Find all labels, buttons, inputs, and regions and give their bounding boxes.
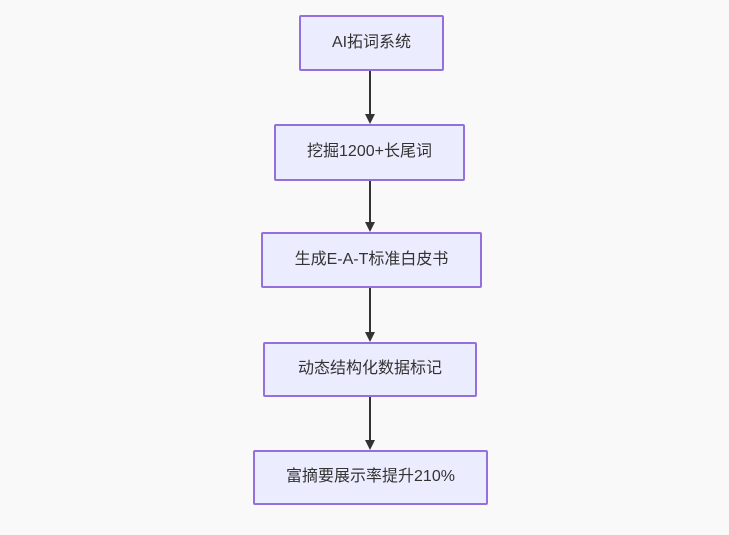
arrowhead-down-icon	[365, 332, 375, 342]
flow-arrow	[364, 397, 376, 450]
flow-node-structured-data: 动态结构化数据标记	[263, 342, 477, 397]
flow-node-eat-whitepaper: 生成E-A-T标准白皮书	[261, 232, 482, 288]
flow-node-label: 动态结构化数据标记	[297, 360, 442, 378]
flow-arrow	[364, 288, 376, 342]
arrow-line	[369, 288, 371, 332]
flow-node-rich-snippet-result: 富摘要展示率提升210%	[253, 450, 488, 505]
flow-node-label: 生成E-A-T标准白皮书	[294, 250, 449, 268]
flow-node-label: 挖掘1200+长尾词	[307, 143, 432, 161]
flow-arrow	[364, 181, 376, 232]
flow-node-ai-system: AI拓词系统	[299, 15, 444, 71]
flow-node-label: 富摘要展示率提升210%	[286, 468, 455, 486]
arrow-line	[369, 71, 371, 114]
arrow-line	[369, 397, 371, 440]
flow-node-label: AI拓词系统	[331, 33, 412, 51]
flow-node-longtail-keywords: 挖掘1200+长尾词	[274, 124, 465, 181]
arrowhead-down-icon	[365, 222, 375, 232]
arrowhead-down-icon	[365, 440, 375, 450]
arrowhead-down-icon	[365, 114, 375, 124]
flow-arrow	[364, 71, 376, 124]
arrow-line	[369, 181, 371, 222]
